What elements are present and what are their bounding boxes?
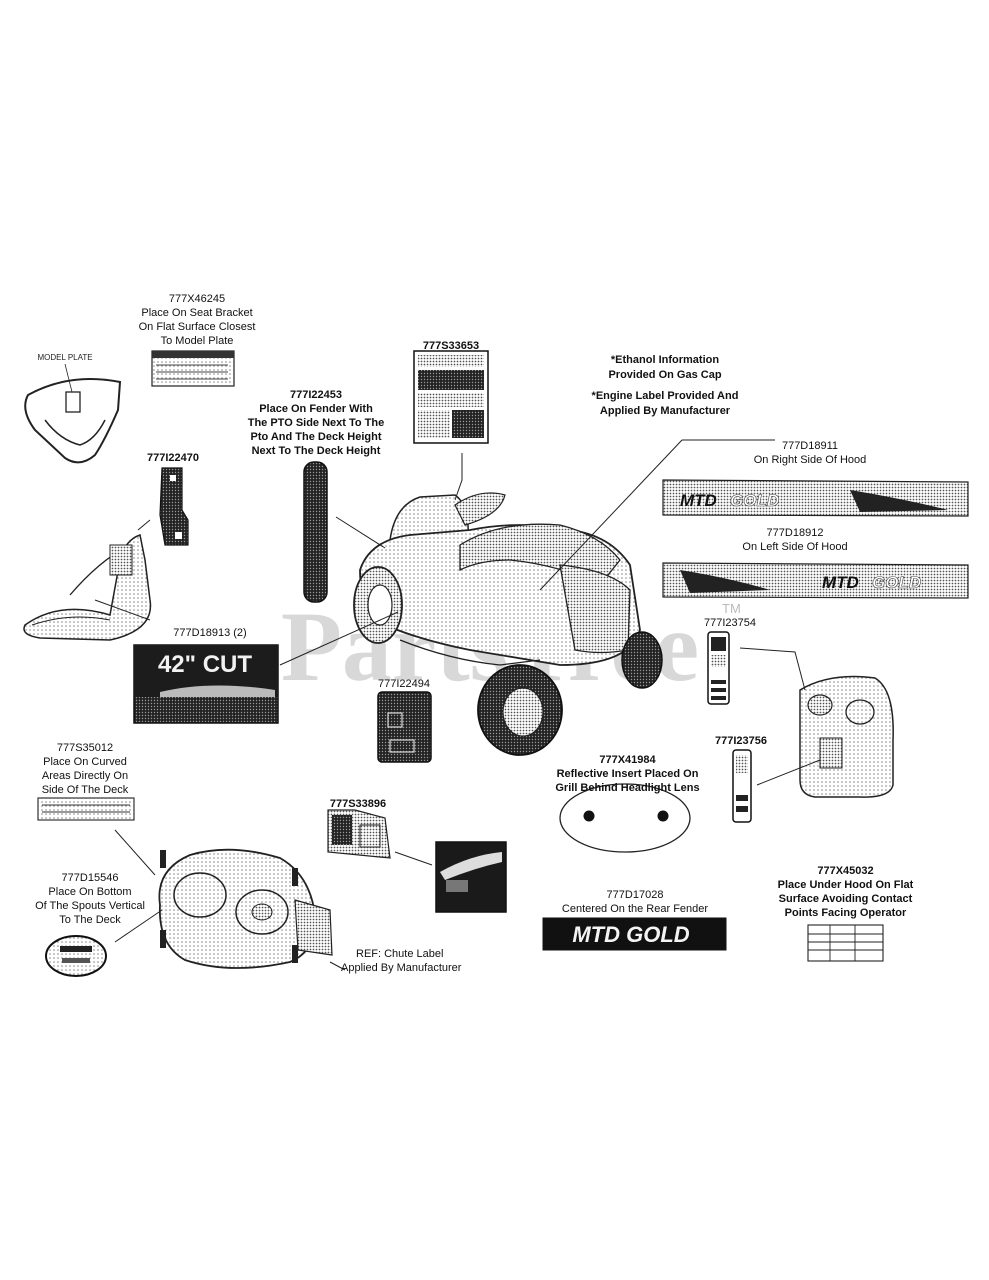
tractor-illustration [353, 492, 663, 756]
part-number-777I23754: 777I23754 [704, 617, 756, 629]
instruction-777I22453-2: The PTO Side Next To The [247, 417, 385, 429]
decal-777I23756 [732, 749, 752, 823]
label-777S35012 [37, 797, 135, 821]
instruction-777X41984-2: Grill Behind Headlight Lens [555, 782, 700, 794]
instruction-777X45032-1: Place Under Hood On Flat [777, 879, 914, 891]
instruction-777X45032-3: Points Facing Operator [784, 907, 907, 919]
decal-42-cut-text: 42" CUT [158, 651, 252, 678]
part-number-777X45032: 777X45032 [817, 865, 874, 877]
part-number-777I22494: 777I22494 [378, 678, 430, 690]
fender-illustration [23, 534, 152, 641]
instruction-777S35012-2: Areas Directly On [41, 770, 129, 782]
dash-panel-illustration [799, 675, 894, 798]
decal-777I23754 [707, 631, 730, 705]
instruction-777X45032-2: Surface Avoiding Contact [778, 893, 913, 905]
decal-mtd-gold-text: MTD GOLD [572, 922, 689, 947]
decal-777D17028: MTD GOLD [542, 917, 727, 951]
instruction-777I22453-1: Place On Fender With [259, 403, 373, 415]
part-number-777D18913: 777D18913 (2) [173, 627, 247, 639]
model-plate-label: MODEL PLATE [37, 353, 92, 362]
decal-gold-right: GOLD [730, 491, 779, 510]
decal-777D15546 [45, 935, 107, 977]
part-number-777S33896: 777S33896 [329, 798, 387, 810]
instruction-777D15546-1: Place On Bottom [48, 886, 132, 898]
part-number-777D17028: 777D17028 [606, 889, 664, 901]
decal-gold-left: GOLD [872, 573, 921, 592]
part-number-777D18911: 777D18911 [781, 440, 839, 452]
ethanol-note-1: *Ethanol Information [610, 354, 720, 366]
instruction-777I22453-3: Pto And The Deck Height [250, 431, 382, 443]
part-number-777I23756: 777I23756 [715, 735, 767, 747]
decal-mtd-right: MTD [680, 491, 717, 510]
decal-777D18911: MTD GOLD [662, 479, 969, 517]
ethanol-note-2: Provided On Gas Cap [608, 369, 722, 381]
part-number-777I22470: 777I22470 [147, 452, 199, 464]
engine-note-2: Applied By Manufacturer [599, 405, 731, 417]
decal-777I22453 [303, 461, 328, 603]
seat-bracket-illustration: MODEL PLATE [24, 353, 122, 464]
instruction-777S35012-3: Side Of The Deck [41, 784, 129, 796]
instruction-777X46245-1: Place On Seat Bracket [141, 307, 253, 319]
chute-illustration [435, 841, 507, 913]
part-number-777S33653: 777S33653 [422, 340, 480, 352]
instruction-777X46245-2: On Flat Surface Closest [138, 321, 256, 333]
label-777X46245 [151, 350, 235, 387]
part-number-777I22453: 777I22453 [290, 389, 342, 401]
ref-chute-label-2: Applied By Manufacturer [341, 962, 462, 974]
part-number-777X46245: 777X46245 [168, 293, 226, 305]
decal-mtd-left: MTD [822, 573, 859, 592]
decal-777I22470 [159, 467, 189, 546]
instruction-777I22453-4: Next To The Deck Height [251, 445, 381, 457]
engine-note-1: *Engine Label Provided And [591, 390, 739, 402]
mower-deck-illustration [158, 848, 333, 969]
leader-lines [94, 439, 821, 971]
label-777S33896 [327, 809, 391, 859]
instruction-777D15546-3: To The Deck [59, 914, 121, 926]
instruction-777D15546-2: Of The Spouts Vertical [35, 900, 145, 912]
ref-chute-label-1: REF: Chute Label [356, 948, 444, 960]
part-number-777D15546: 777D15546 [61, 872, 119, 884]
instruction-777D18912-1: On Left Side Of Hood [742, 541, 848, 553]
part-number-777X41984: 777X41984 [599, 754, 656, 766]
part-number-777D18912: 777D18912 [766, 527, 824, 539]
label-777S33653 [413, 350, 489, 444]
instruction-777X41984-1: Reflective Insert Placed On [556, 768, 699, 780]
instruction-777D17028-1: Centered On the Rear Fender [561, 903, 709, 915]
decal-777D18913: 42" CUT [133, 644, 279, 724]
label-777X45032 [807, 924, 884, 962]
watermark-tm: TM [722, 601, 741, 616]
instruction-777S35012-1: Place On Curved [43, 756, 127, 768]
decal-777D18912: MTD GOLD [662, 562, 969, 599]
decal-777I22494 [377, 691, 432, 763]
part-number-777S35012: 777S35012 [56, 742, 114, 754]
instruction-777D18911-1: On Right Side Of Hood [753, 454, 867, 466]
instruction-777X46245-3: To Model Plate [160, 335, 234, 347]
insert-777X41984 [559, 783, 691, 853]
